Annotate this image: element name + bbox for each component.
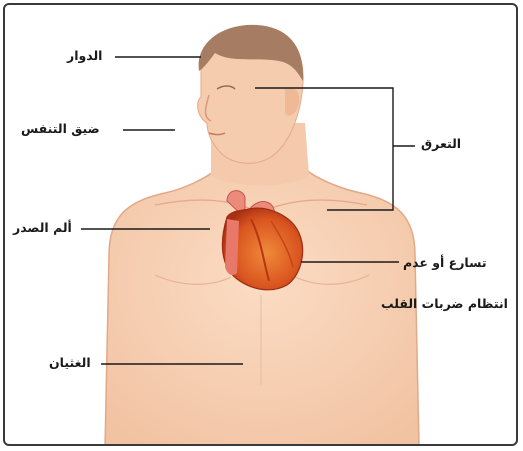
human-torso-illustration: [5, 5, 518, 446]
vena-cava: [225, 219, 239, 275]
label-arrhythmia-line1: تسارع أو عدم: [403, 255, 487, 271]
label-chest-pain: ألم الصدر: [13, 220, 72, 236]
label-sweating: التعرق: [421, 136, 461, 152]
label-dizziness: الدوار: [67, 48, 102, 64]
diagram-frame: الدوار ضيق التنفس ألم الصدر الغثيان التع…: [3, 3, 518, 446]
label-arrhythmia-line2: انتظام ضربات القلب: [381, 296, 508, 312]
label-nausea: الغثيان: [49, 355, 91, 371]
label-shortness-of-breath: ضيق التنفس: [21, 121, 100, 137]
